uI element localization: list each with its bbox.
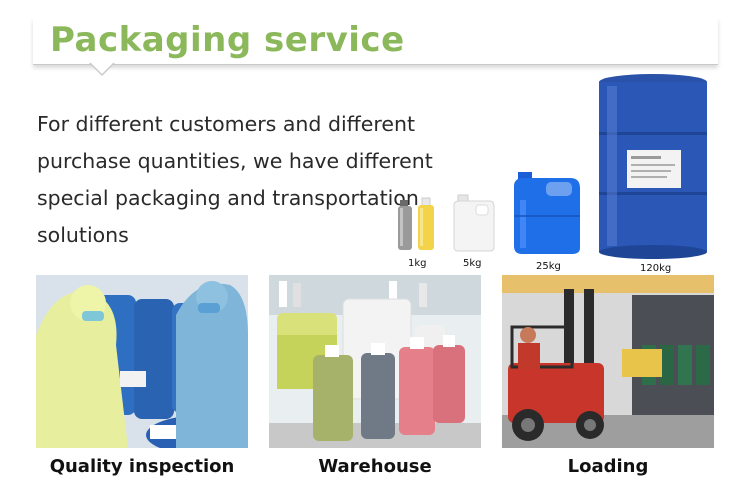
package-5kg-label: 5kg <box>463 258 482 269</box>
photo-warehouse <box>269 275 481 448</box>
package-5kg <box>450 193 496 253</box>
section-title: Packaging service <box>50 20 405 60</box>
caption-loading: Loading <box>567 456 649 477</box>
jerrycan-25kg-image <box>514 172 580 254</box>
caption-warehouse: Warehouse <box>318 456 432 477</box>
loading-image <box>502 275 714 448</box>
section-header: Packaging service <box>33 18 718 65</box>
package-1kg-label: 1kg <box>408 258 427 269</box>
quality-inspection-image <box>36 275 248 448</box>
warehouse-image <box>269 275 481 448</box>
caption-quality-inspection: Quality inspection <box>49 456 235 477</box>
header-notch <box>90 62 114 74</box>
jug-5kg-image <box>453 194 495 252</box>
drum-120kg-image <box>599 74 707 259</box>
package-1kg <box>396 196 438 254</box>
photo-loading <box>502 275 714 448</box>
package-120kg <box>597 72 709 260</box>
photo-quality-inspection <box>36 275 248 448</box>
package-25kg <box>512 170 582 256</box>
bottles-1kg-image <box>398 197 434 250</box>
package-25kg-label: 25kg <box>536 261 561 272</box>
package-120kg-label: 120kg <box>640 263 672 274</box>
intro-text: For different customers and different pu… <box>37 112 433 247</box>
